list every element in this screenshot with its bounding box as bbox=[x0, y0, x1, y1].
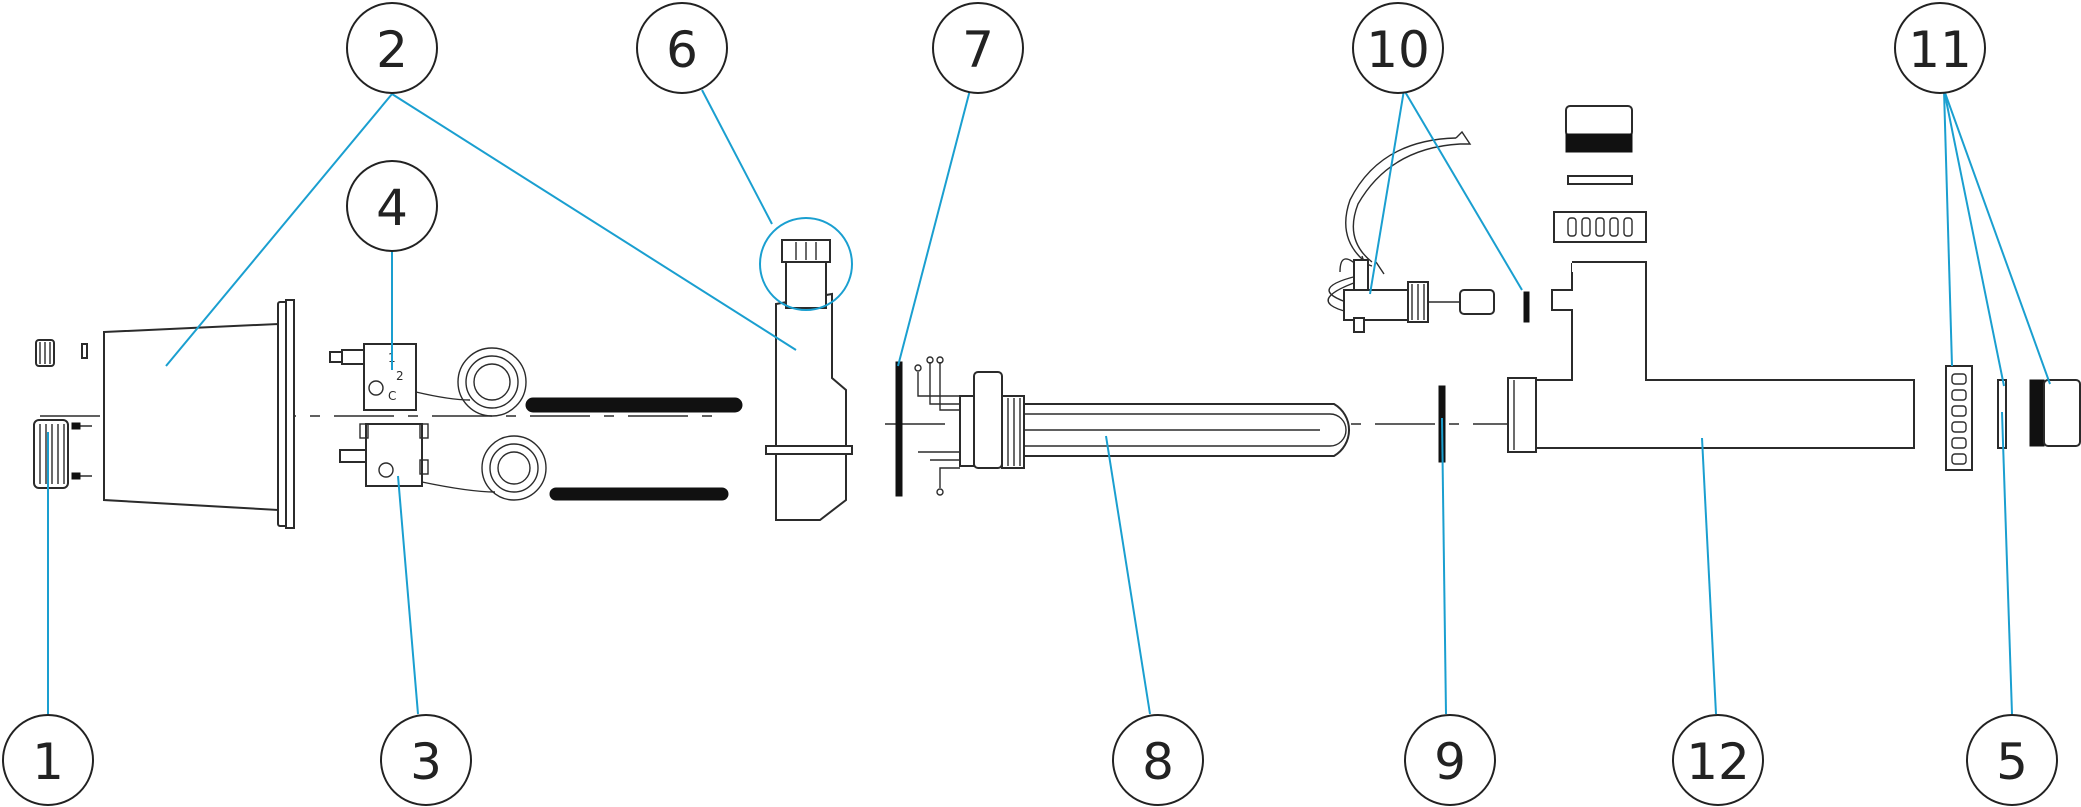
callout-12-label: 12 bbox=[1686, 733, 1750, 791]
leader-lines bbox=[47, 89, 2051, 715]
callout-2: 2 bbox=[346, 2, 438, 94]
svg-text:2: 2 bbox=[396, 369, 404, 383]
callout-9-label: 9 bbox=[1434, 733, 1466, 791]
callout-1-label: 1 bbox=[32, 733, 64, 791]
callout-8-label: 8 bbox=[1142, 733, 1174, 791]
callout-10-label: 10 bbox=[1366, 21, 1430, 79]
callout-10: 10 bbox=[1352, 2, 1444, 94]
callout-4: 4 bbox=[346, 160, 438, 252]
part-pressure-switch bbox=[1327, 130, 1530, 333]
callout-9: 9 bbox=[1404, 714, 1496, 806]
callout-1: 1 bbox=[2, 714, 94, 806]
part-end-cap bbox=[1945, 365, 2081, 471]
callout-11-label: 11 bbox=[1908, 21, 1972, 79]
callout-12: 12 bbox=[1672, 714, 1764, 806]
svg-text:C: C bbox=[388, 389, 396, 403]
part-tee-body bbox=[1507, 105, 1915, 453]
callout-11: 11 bbox=[1894, 2, 1986, 94]
part-housing bbox=[103, 299, 295, 529]
part-heating-element bbox=[914, 356, 1351, 496]
callout-3: 3 bbox=[380, 714, 472, 806]
callout-4-label: 4 bbox=[376, 179, 408, 237]
callout-8: 8 bbox=[1112, 714, 1204, 806]
part-safety-thermostat bbox=[339, 423, 729, 501]
part-cable-gland bbox=[759, 217, 853, 521]
callout-3-label: 3 bbox=[410, 733, 442, 791]
callout-6-label: 6 bbox=[666, 21, 698, 79]
callout-6: 6 bbox=[636, 2, 728, 94]
callout-2-label: 2 bbox=[376, 21, 408, 79]
callout-5: 5 bbox=[1966, 714, 2058, 806]
part-thermostat: 1 2 C bbox=[329, 343, 743, 417]
part-gasket bbox=[895, 361, 903, 497]
part-knob bbox=[33, 339, 92, 489]
callout-7: 7 bbox=[932, 2, 1024, 94]
callout-5-label: 5 bbox=[1996, 733, 2028, 791]
callout-7-label: 7 bbox=[962, 21, 994, 79]
